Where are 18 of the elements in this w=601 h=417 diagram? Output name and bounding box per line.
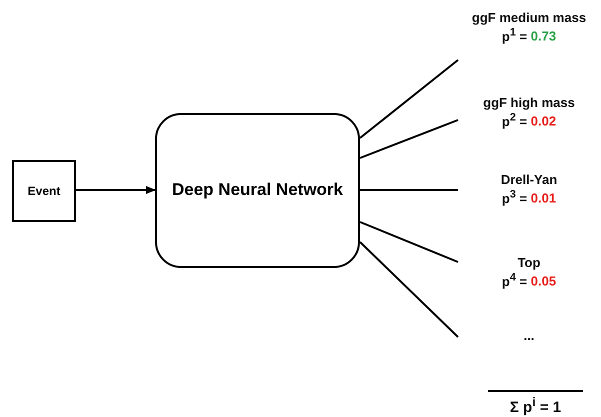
connector-line — [359, 241, 459, 338]
sum-formula: Σ p$^{i}$ = 1 — [488, 390, 583, 416]
class-name: ggF medium mass — [470, 10, 588, 26]
process-box: Event — [12, 160, 76, 222]
class-name: Top — [516, 255, 542, 272]
process-box: Deep Neural Network — [155, 113, 360, 268]
connector-line — [360, 189, 458, 191]
class-name: ggF high mass — [482, 95, 576, 112]
probability-value: p$^{4}$ = 0.05 — [500, 271, 558, 290]
class-name: Drell-Yan — [500, 172, 558, 188]
arrow — [76, 186, 156, 194]
probability-value: p$^{1}$ = 0.73 — [500, 26, 558, 45]
probability-value: p$^{2}$ = 0.02 — [500, 111, 558, 130]
connector-line — [360, 119, 458, 159]
class-name: ... — [522, 328, 536, 344]
connector-line — [359, 59, 459, 139]
connector-line — [360, 221, 458, 263]
probability-value: p$^{3}$ = 0.01 — [500, 188, 558, 207]
